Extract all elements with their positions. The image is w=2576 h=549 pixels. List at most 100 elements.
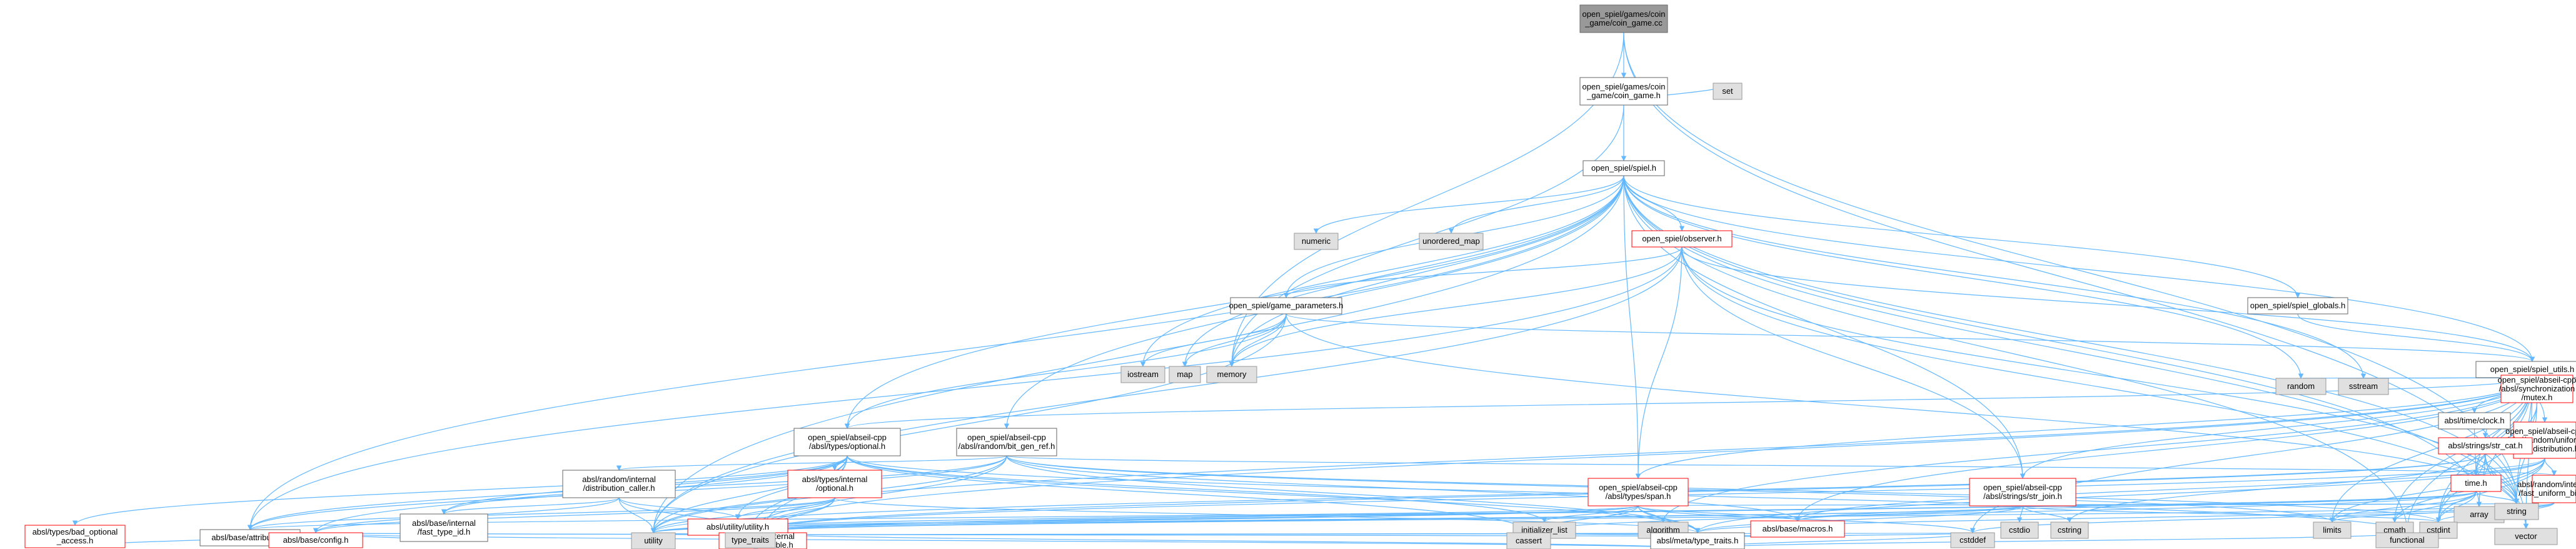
node-bitgen[interactable]: open_spiel/abseil-cpp/absl/random/bit_ge… bbox=[956, 428, 1057, 456]
node-label-utility-0: utility bbox=[644, 536, 663, 545]
node-label-strcat-0: absl/strings/str_cat.h bbox=[2448, 441, 2522, 450]
node-numeric[interactable]: numeric bbox=[1294, 233, 1339, 250]
node-box-optinternal bbox=[787, 470, 882, 498]
edge-utils-to-limits bbox=[2329, 377, 2533, 523]
node-label-initlist-0: initializer_list bbox=[1521, 525, 1567, 535]
node-label-clock-0: absl/time/clock.h bbox=[2444, 416, 2504, 425]
node-clock[interactable]: absl/time/clock.h bbox=[2438, 412, 2511, 430]
node-spiel[interactable]: open_spiel/spiel.h bbox=[1582, 160, 1665, 176]
node-label-timeh-0: time.h bbox=[2465, 478, 2487, 488]
node-label-cstdint-0: cstdint bbox=[2427, 525, 2450, 535]
edge-gameparams-to-memory bbox=[1229, 313, 1287, 367]
node-string[interactable]: string bbox=[2494, 503, 2539, 520]
node-label-coinh-1: _game/coin_game.h bbox=[1586, 91, 1661, 100]
node-box-clock bbox=[2438, 412, 2511, 430]
edge-span-to-macros bbox=[1638, 505, 1801, 521]
node-gameparams[interactable]: open_spiel/game_parameters.h bbox=[1229, 297, 1344, 315]
node-cstdio[interactable]: cstdio bbox=[2000, 521, 2039, 539]
node-label-sstream-0: sstream bbox=[2349, 381, 2378, 391]
edge-timeh-to-limits bbox=[2329, 491, 2477, 523]
node-label-umap-0: unordered_map bbox=[1422, 236, 1480, 246]
node-box-iostream bbox=[1120, 366, 1165, 383]
edge-optional-to-initlist bbox=[847, 455, 1547, 523]
node-distcaller[interactable]: absl/random/internal/distribution_caller… bbox=[562, 470, 676, 498]
node-cstring[interactable]: cstring bbox=[2050, 521, 2089, 539]
edge-observer-to-strjoin bbox=[1681, 246, 2026, 479]
node-box-cstdio bbox=[2000, 521, 2039, 539]
edge-utils-to-utility bbox=[650, 377, 2533, 533]
node-sstream[interactable]: sstream bbox=[2338, 378, 2389, 395]
node-box-random bbox=[2275, 378, 2327, 395]
node-label-vector-0: vector bbox=[2515, 531, 2537, 541]
edge-utils-to-optional bbox=[845, 377, 2533, 429]
edge-distcaller-to-utility_h bbox=[618, 497, 741, 520]
node-label-numeric-0: numeric bbox=[1302, 236, 1331, 246]
node-iostream[interactable]: iostream bbox=[1120, 366, 1165, 383]
node-fasttypeid[interactable]: absl/base/internal/fast_type_id.h bbox=[400, 513, 488, 542]
node-config[interactable]: absl/base/config.h bbox=[268, 532, 363, 548]
node-macros[interactable]: absl/base/macros.h bbox=[1750, 520, 1845, 538]
edge-optional-to-utility bbox=[650, 455, 848, 533]
edge-strjoin-to-typetraitsh bbox=[1694, 505, 2023, 533]
edge-optinternal-to-config bbox=[313, 497, 835, 533]
node-box-observer bbox=[1631, 230, 1733, 248]
node-mutex[interactable]: open_spiel/abseil-cpp/absl/synchronizati… bbox=[2498, 375, 2576, 403]
node-memory[interactable]: memory bbox=[1206, 366, 1257, 383]
node-observer[interactable]: open_spiel/observer.h bbox=[1631, 230, 1733, 248]
edge-spiel-to-random bbox=[1623, 175, 2304, 379]
node-label-limits-0: limits bbox=[2323, 525, 2342, 535]
node-strcat[interactable]: absl/strings/str_cat.h bbox=[2438, 437, 2533, 455]
edge-spiel-to-array bbox=[1623, 175, 2482, 507]
node-label-fastuniform-0: absl/random/internal bbox=[2517, 480, 2576, 489]
edge-spiel-to-iostream bbox=[1140, 175, 1624, 367]
node-box-globals bbox=[2247, 297, 2348, 315]
node-map[interactable]: map bbox=[1169, 366, 1201, 383]
node-box-memory bbox=[1206, 366, 1257, 383]
node-limits[interactable]: limits bbox=[2313, 521, 2352, 539]
node-fastuniform[interactable]: absl/random/internal/fast_uniform_bits.h bbox=[2517, 475, 2576, 503]
node-set[interactable]: set bbox=[1713, 83, 1743, 100]
node-label-root-0: open_spiel/games/coin bbox=[1582, 9, 1666, 19]
node-optinternal[interactable]: absl/types/internal/optional.h bbox=[787, 470, 882, 498]
node-random[interactable]: random bbox=[2275, 378, 2327, 395]
node-label-root-1: _game/coin_game.cc bbox=[1584, 18, 1663, 28]
node-label-typetraitsh-0: absl/meta/type_traits.h bbox=[1657, 536, 1739, 545]
node-timeh[interactable]: time.h bbox=[2450, 475, 2502, 492]
edge-spiel-to-map bbox=[1182, 175, 1624, 367]
node-vector[interactable]: vector bbox=[2494, 528, 2558, 545]
edge-bitgen-to-distcaller bbox=[616, 455, 1007, 471]
node-box-utility bbox=[631, 532, 676, 549]
edge-optinternal-to-attributes bbox=[248, 497, 835, 530]
node-optional[interactable]: open_spiel/abseil-cpp/absl/types/optiona… bbox=[793, 428, 901, 456]
node-label-strjoin-1: /absl/strings/str_join.h bbox=[1983, 491, 2062, 501]
node-badopt[interactable]: absl/types/bad_optional_access.h bbox=[24, 525, 126, 548]
node-root[interactable]: open_spiel/games/coin_game/coin_game.cc bbox=[1579, 4, 1668, 33]
node-label-map-0: map bbox=[1177, 370, 1192, 379]
node-label-span-1: /absl/types/span.h bbox=[1606, 491, 1671, 501]
node-typetraitsh[interactable]: absl/meta/type_traits.h bbox=[1650, 532, 1745, 549]
node-label-distcaller-0: absl/random/internal bbox=[582, 475, 656, 484]
edge-strjoin-to-macros bbox=[1795, 505, 2023, 521]
node-box-cassert bbox=[1506, 532, 1551, 549]
edge-spiel-to-span bbox=[1623, 175, 1641, 479]
edge-observer-to-utils bbox=[1681, 246, 2535, 362]
node-label-cstddef-0: cstddef bbox=[1960, 535, 1986, 545]
edge-optional-to-badopt bbox=[72, 455, 848, 526]
node-cstddef[interactable]: cstddef bbox=[1950, 532, 1995, 548]
node-cassert[interactable]: cassert bbox=[1506, 532, 1551, 549]
node-span[interactable]: open_spiel/abseil-cpp/absl/types/span.h bbox=[1587, 478, 1689, 506]
node-label-fasttypeid-1: /fast_type_id.h bbox=[418, 527, 471, 536]
node-utility[interactable]: utility bbox=[631, 532, 676, 549]
node-type_traits[interactable]: type_traits bbox=[725, 532, 776, 548]
node-strjoin[interactable]: open_spiel/abseil-cpp/absl/strings/str_j… bbox=[1969, 478, 2076, 506]
node-label-mutex-1: /absl/synchronization bbox=[2499, 384, 2575, 393]
node-globals[interactable]: open_spiel/spiel_globals.h bbox=[2247, 297, 2348, 315]
node-functional[interactable]: functional bbox=[2375, 532, 2439, 548]
node-box-cstddef bbox=[1950, 532, 1995, 548]
node-box-gameparams bbox=[1230, 297, 1342, 315]
node-box-macros bbox=[1750, 520, 1845, 538]
node-umap[interactable]: unordered_map bbox=[1419, 233, 1484, 250]
node-label-utils-0: open_spiel/spiel_utils.h bbox=[2490, 365, 2574, 374]
node-coinh[interactable]: open_spiel/games/coin_game/coin_game.h bbox=[1579, 77, 1668, 106]
